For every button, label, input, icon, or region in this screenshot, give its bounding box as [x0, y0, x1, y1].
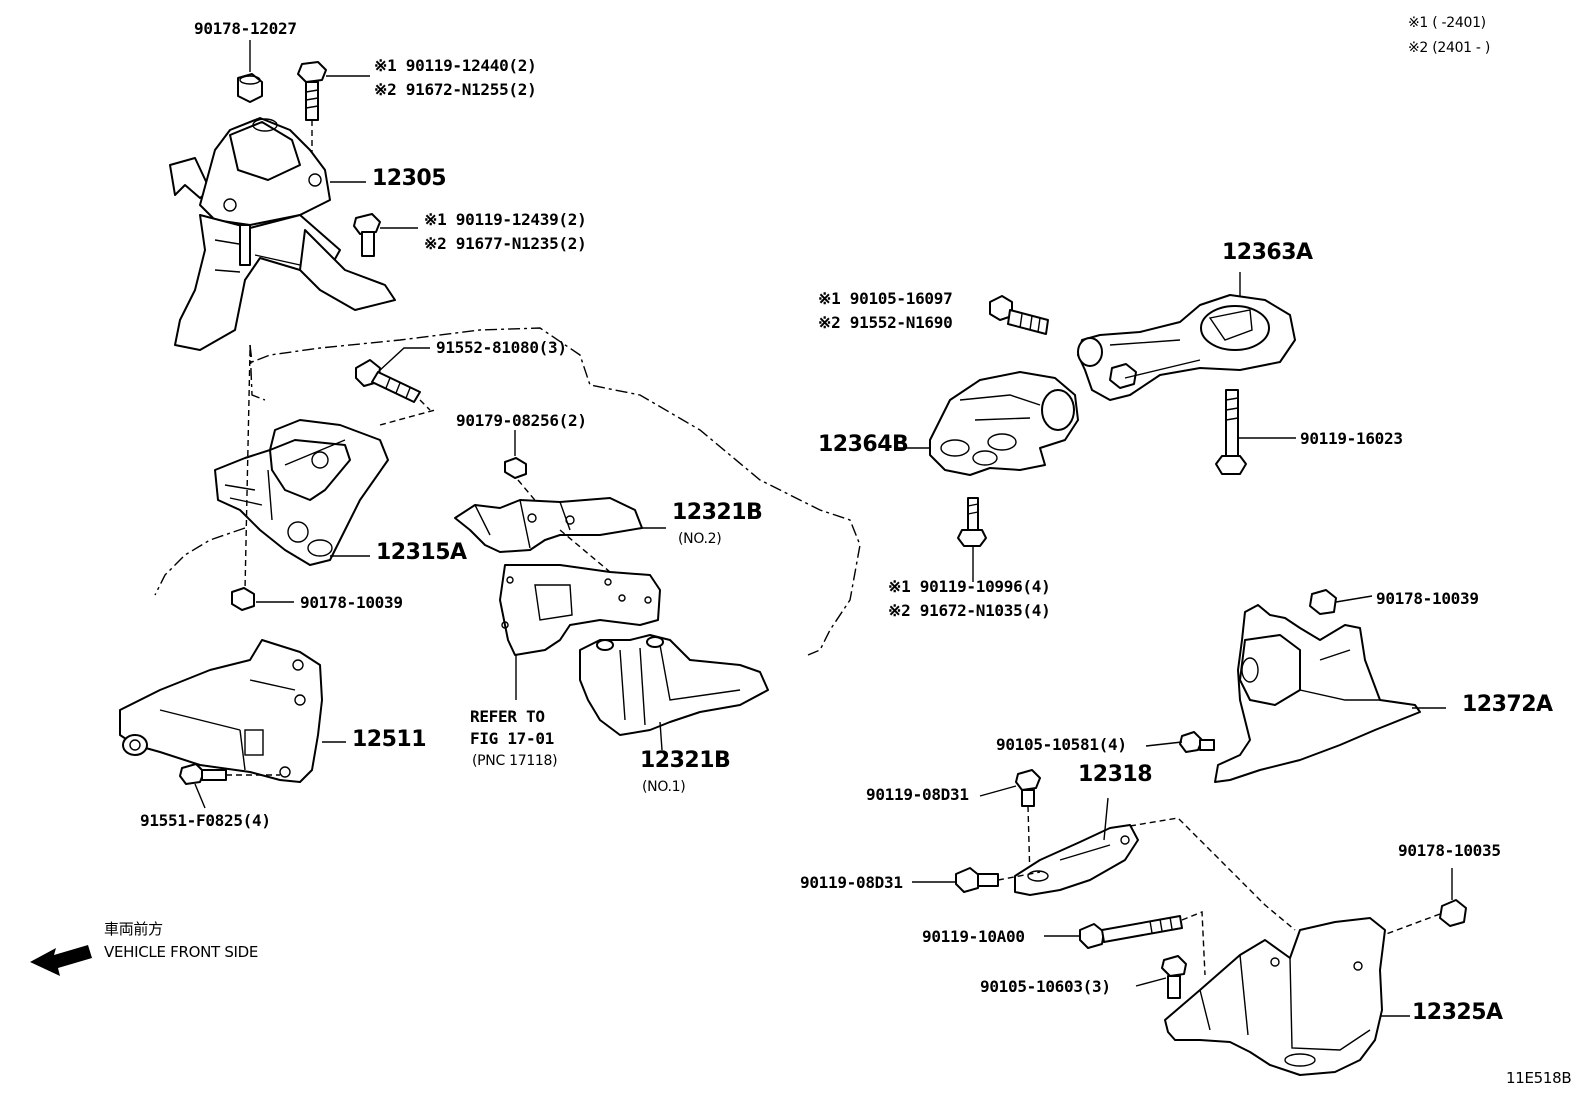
bolt-90119-08D31-left [955, 867, 999, 893]
mount-12325A [1164, 917, 1386, 1076]
engine-mount-12305 [169, 117, 396, 351]
bolt-90119-12440 [297, 61, 327, 121]
bolt-90105-16097 [989, 295, 1049, 335]
plate-12321B-no1 [579, 634, 769, 736]
label-90119-08D31-top[interactable]: 90119-08D31 [866, 785, 969, 804]
figure-code: 11E518B [1506, 1069, 1572, 1087]
label-90179-08256[interactable]: 90179-08256(2) [456, 411, 587, 430]
label-12321B-no1[interactable]: 12321B [640, 748, 731, 773]
mount-bracket-12364B [929, 371, 1079, 476]
label-12325A[interactable]: 12325A [1412, 1000, 1503, 1025]
label-12372A[interactable]: 12372A [1462, 692, 1553, 717]
variant-legend-1: ※1 ( -2401) [1408, 15, 1486, 31]
bolt-90105-10581 [1179, 731, 1215, 753]
label-90178-12027[interactable]: 90178-12027 [194, 19, 297, 38]
bolt-90119-16023 [1215, 389, 1247, 475]
bolt-90119-12439 [353, 213, 381, 257]
label-90105-16097[interactable]: ※1 90105-16097 [818, 289, 953, 308]
bolt-90105-10603 [1161, 955, 1187, 999]
label-90119-08D31-left[interactable]: 90119-08D31 [800, 873, 903, 892]
bolt-91551-F0825 [179, 763, 227, 785]
left-arrow-icon [30, 945, 92, 976]
refer-pnc-label: (PNC 17118) [472, 753, 558, 769]
direction-japanese: 車両前方 [104, 920, 163, 938]
torque-rod-12363A [1077, 294, 1296, 401]
direction-english: VEHICLE FRONT SIDE [104, 943, 259, 961]
label-91672-N1035[interactable]: ※2 91672-N1035(4) [888, 601, 1051, 620]
label-90119-10A00[interactable]: 90119-10A00 [922, 927, 1025, 946]
mount-bracket-12315A [214, 419, 389, 566]
bolt-90119-10A00 [1079, 915, 1183, 949]
label-90178-10039-left[interactable]: 90178-10039 [300, 593, 403, 612]
label-90105-10603[interactable]: 90105-10603(3) [980, 977, 1111, 996]
bolt-91552-81080 [355, 359, 421, 403]
label-90119-12439[interactable]: ※1 90119-12439(2) [424, 210, 587, 229]
label-12321B-no2-sub: (NO.2) [678, 531, 722, 547]
refer-to-label: REFER TO [470, 707, 545, 726]
label-91672-N1255[interactable]: ※2 91672-N1255(2) [374, 80, 537, 99]
label-90119-12440[interactable]: ※1 90119-12440(2) [374, 56, 537, 75]
label-91552-N1690[interactable]: ※2 91552-N1690 [818, 313, 953, 332]
label-12321B-no1-sub: (NO.1) [642, 779, 686, 795]
label-91551-F0825[interactable]: 91551-F0825(4) [140, 811, 271, 830]
bracket-12511 [119, 639, 323, 783]
bolt-90119-08D31-top [1015, 769, 1041, 807]
plate-12321B-no2 [454, 497, 643, 553]
nut-90178-12027 [237, 73, 263, 103]
label-90178-10039-right[interactable]: 90178-10039 [1376, 589, 1479, 608]
label-90119-16023[interactable]: 90119-16023 [1300, 429, 1403, 448]
nut-90178-10039-left [231, 587, 255, 611]
label-12305[interactable]: 12305 [372, 166, 447, 191]
variant-legend-2: ※2 (2401 - ) [1408, 40, 1490, 56]
label-12318[interactable]: 12318 [1078, 762, 1153, 787]
label-12321B-no2[interactable]: 12321B [672, 500, 763, 525]
bracket-ref-fig-17-01 [499, 564, 661, 656]
bracket-12318 [1014, 824, 1139, 896]
mount-12372A [1214, 604, 1421, 783]
nut-90179-08256 [504, 457, 527, 479]
label-91677-N1235[interactable]: ※2 91677-N1235(2) [424, 234, 587, 253]
label-90119-10996[interactable]: ※1 90119-10996(4) [888, 577, 1051, 596]
nut-90178-10035 [1439, 899, 1467, 927]
label-12363A[interactable]: 12363A [1222, 240, 1313, 265]
label-91552-81080[interactable]: 91552-81080(3) [436, 338, 567, 357]
label-90105-10581[interactable]: 90105-10581(4) [996, 735, 1127, 754]
label-12511[interactable]: 12511 [352, 727, 427, 752]
label-12315A[interactable]: 12315A [376, 540, 467, 565]
refer-fig-label[interactable]: FIG 17-01 [470, 729, 554, 748]
label-90178-10035[interactable]: 90178-10035 [1398, 841, 1501, 860]
bolt-90119-10996 [957, 497, 987, 547]
nut-90178-10039-right [1309, 589, 1337, 615]
label-12364B[interactable]: 12364B [818, 432, 909, 457]
